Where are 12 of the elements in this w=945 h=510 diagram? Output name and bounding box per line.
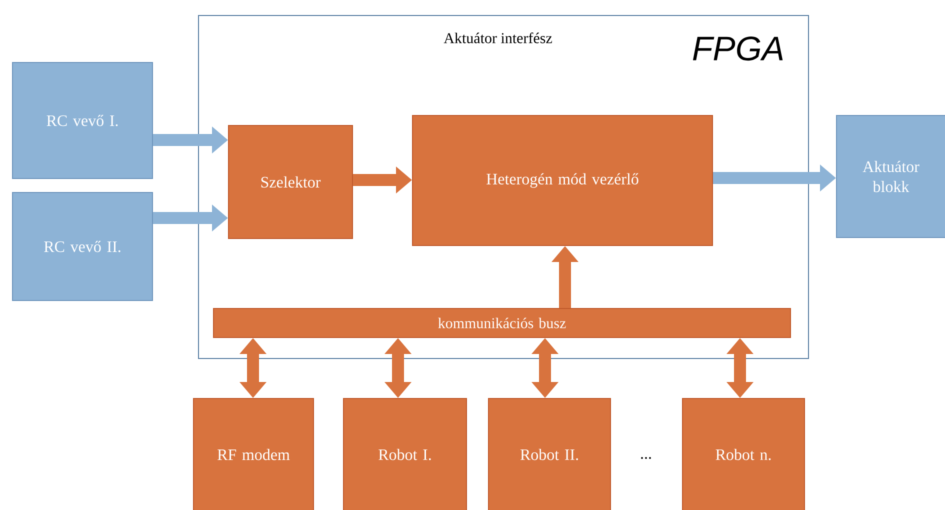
ellipsis: ... [641,457,651,459]
block: Aktuátor blokk [836,115,945,238]
block: Robot I. [343,398,467,510]
block: RC vevő II. [12,192,153,301]
block: RC vevő I. [12,62,153,179]
block: Heterogén mód vezérlő [412,115,713,246]
fpga-label: FPGA [692,36,783,61]
block: Szelektor [228,125,353,239]
block: Robot II. [488,398,611,510]
block: Robot n. [682,398,805,510]
frame-title: Aktuátor interfész [444,32,552,44]
block: RF modem [193,398,314,510]
